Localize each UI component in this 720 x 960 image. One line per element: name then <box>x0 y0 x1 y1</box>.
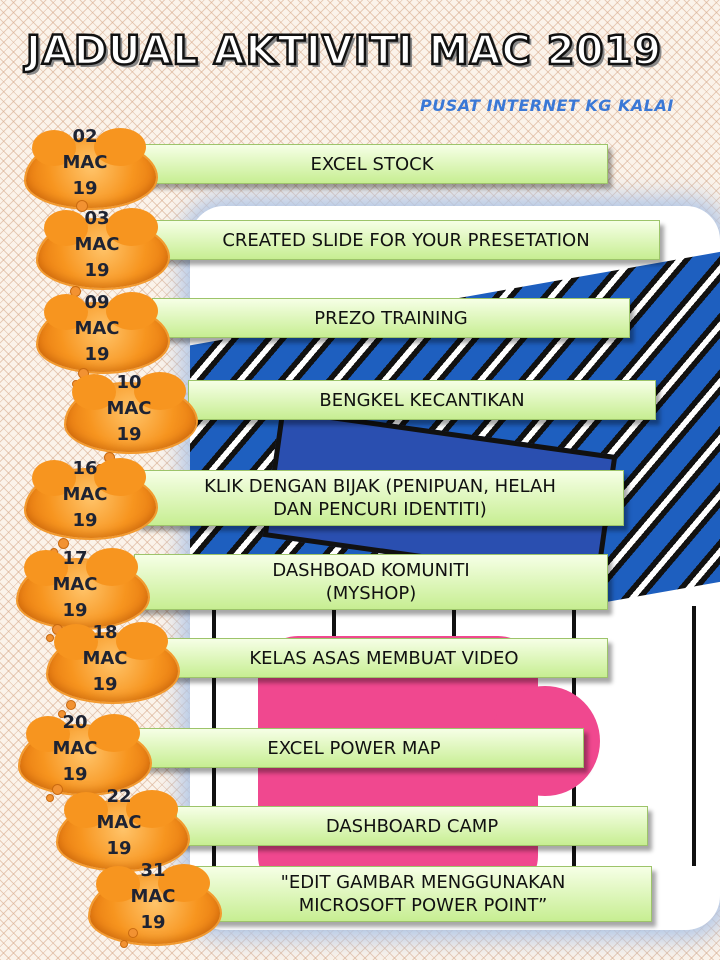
date-month: MAC <box>106 398 152 419</box>
date-day: 17 <box>62 548 88 569</box>
activity-title: DASHBOARD CAMP <box>176 806 648 846</box>
date-year: 19 <box>106 838 132 859</box>
activity-date: 02 MAC 19 <box>40 124 130 202</box>
activity-title: KELAS ASAS MEMBUAT VIDEO <box>160 638 608 678</box>
bubble-dot <box>46 634 54 642</box>
bubble-dot <box>66 700 76 710</box>
date-month: MAC <box>52 574 98 595</box>
bubble-dot <box>120 940 128 948</box>
activity-date: 18 MAC 19 <box>60 620 150 698</box>
date-cloud-icon <box>26 458 156 538</box>
date-month: MAC <box>62 484 108 505</box>
activity-date: 31 MAC 19 <box>108 858 198 936</box>
date-day: 09 <box>84 292 110 313</box>
activity-title: PREZO TRAINING <box>152 298 630 338</box>
date-day: 10 <box>116 372 142 393</box>
date-month: MAC <box>74 318 120 339</box>
date-day: 03 <box>84 208 110 229</box>
activity-date: 09 MAC 19 <box>52 290 142 368</box>
date-day: 16 <box>72 458 98 479</box>
date-month: MAC <box>52 738 98 759</box>
date-year: 19 <box>84 344 110 365</box>
date-year: 19 <box>116 424 142 445</box>
activity-title: "EDIT GAMBAR MENGGUNAKAN MICROSOFT POWER… <box>194 866 652 922</box>
activity-title: BENGKEL KECANTIKAN <box>188 380 656 420</box>
date-cloud-icon <box>38 292 168 372</box>
date-month: MAC <box>82 648 128 669</box>
bubble-dot <box>128 928 138 938</box>
date-cloud-icon <box>48 622 178 702</box>
date-year: 19 <box>140 912 166 933</box>
activity-date: 20 MAC 19 <box>30 710 120 788</box>
date-day: 20 <box>62 712 88 733</box>
date-month: MAC <box>96 812 142 833</box>
activity-title: DASHBOAD KOMUNITI (MYSHOP) <box>134 554 608 610</box>
activity-title: EXCEL POWER MAP <box>124 728 584 768</box>
date-month: MAC <box>62 152 108 173</box>
date-cloud-icon <box>66 372 196 452</box>
bubble-dot <box>46 794 54 802</box>
date-year: 19 <box>84 260 110 281</box>
activity-title: KLIK DENGAN BIJAK (PENIPUAN, HELAH DAN P… <box>136 470 624 526</box>
bubble-dot <box>58 538 69 549</box>
activity-date: 17 MAC 19 <box>30 546 120 624</box>
date-day: 31 <box>140 860 166 881</box>
date-year: 19 <box>62 600 88 621</box>
date-year: 19 <box>62 764 88 785</box>
activity-title: EXCEL STOCK <box>136 144 608 184</box>
date-cloud-icon <box>26 128 156 208</box>
date-day: 02 <box>72 126 98 147</box>
bubble-dot <box>76 200 88 212</box>
activity-title: CREATED SLIDE FOR YOUR PRESETATION <box>152 220 660 260</box>
date-cloud-icon <box>58 790 188 870</box>
date-year: 19 <box>72 510 98 531</box>
date-year: 19 <box>92 674 118 695</box>
bubble-dot <box>58 710 66 718</box>
date-cloud-icon <box>20 714 150 794</box>
activity-date: 22 MAC 19 <box>74 784 164 862</box>
date-month: MAC <box>130 886 176 907</box>
activity-date: 03 MAC 19 <box>52 206 142 284</box>
bubble-dot <box>52 784 63 795</box>
date-day: 18 <box>92 622 118 643</box>
date-year: 19 <box>72 178 98 199</box>
date-cloud-icon <box>90 864 220 944</box>
page-title: JADUAL AKTIVITI MAC 2019 <box>25 27 663 76</box>
activity-date: 10 MAC 19 <box>84 370 174 448</box>
date-month: MAC <box>74 234 120 255</box>
date-cloud-icon <box>18 548 148 628</box>
activity-date: 16 MAC 19 <box>40 456 130 534</box>
date-day: 22 <box>106 786 132 807</box>
organization-subtitle: PUSAT INTERNET KG KALAI <box>420 96 674 115</box>
date-cloud-icon <box>38 208 168 288</box>
